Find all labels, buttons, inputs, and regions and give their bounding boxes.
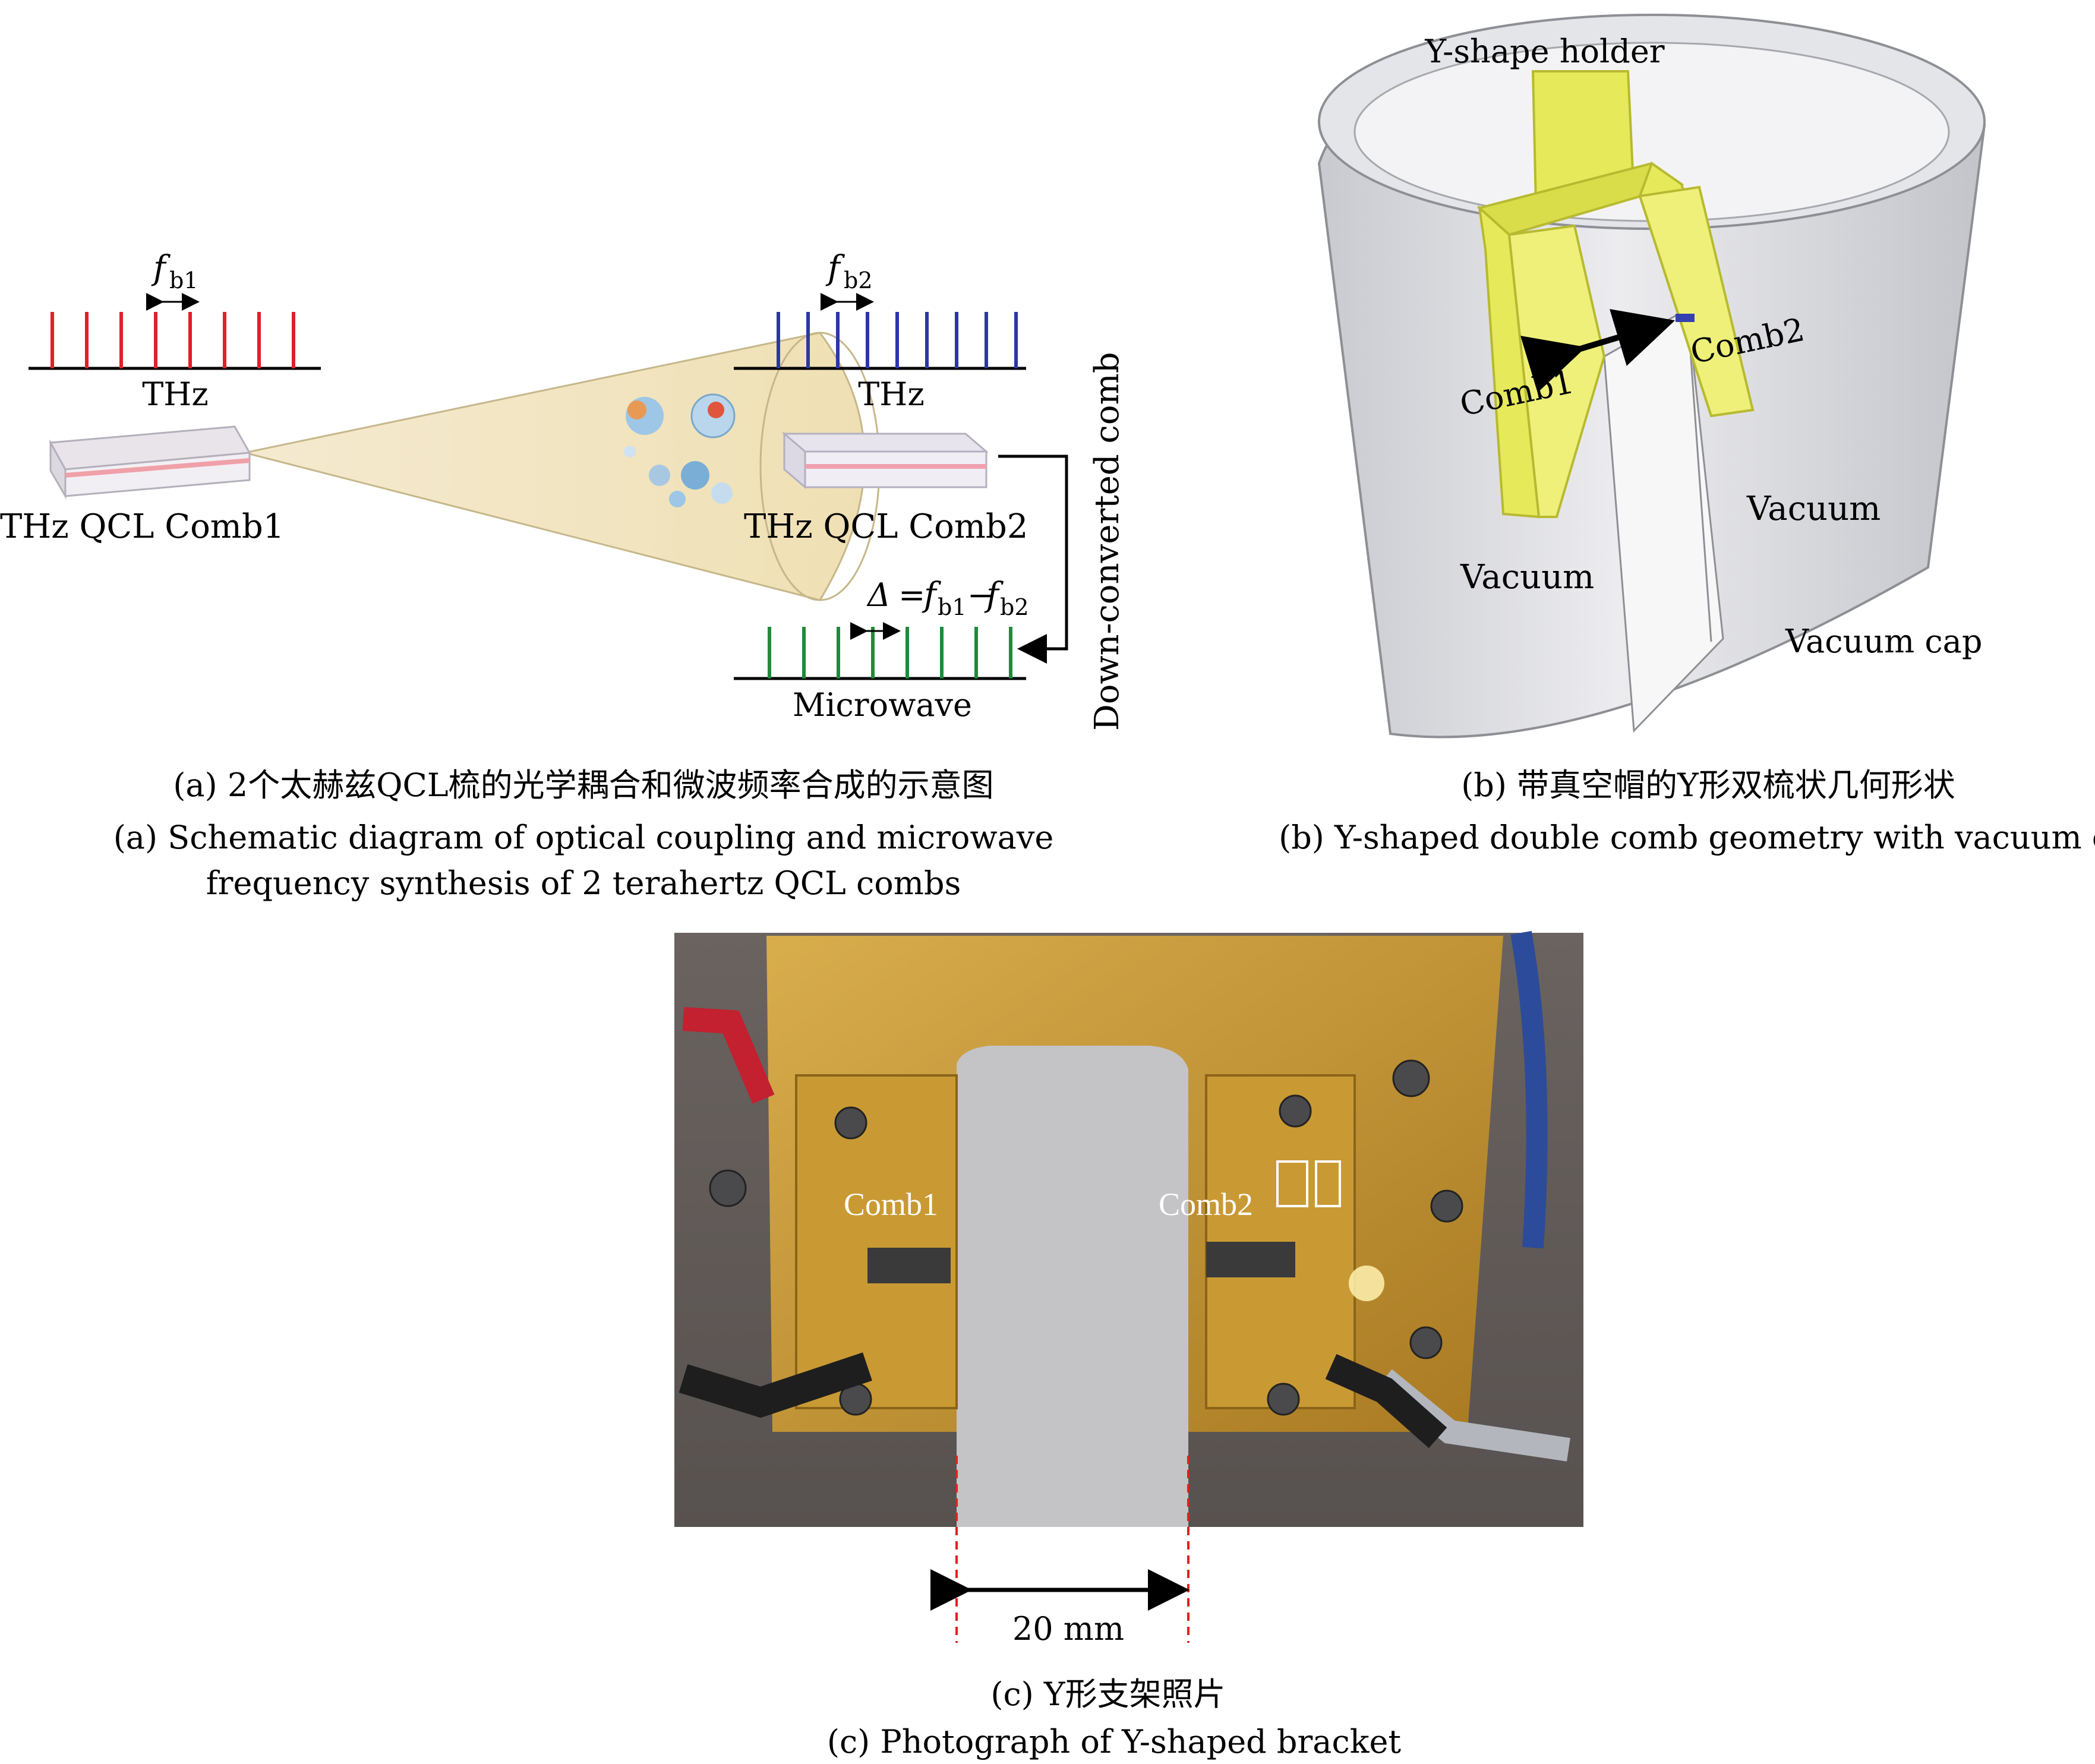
panel-a: f b1 THz f b2 THz THz QCL Comb1 <box>0 249 1127 902</box>
laser-glow <box>1349 1266 1384 1301</box>
qcl-comb2-label: THz QCL Comb2 <box>744 507 1028 546</box>
right-pad-2 <box>1315 1160 1341 1207</box>
left-chip <box>867 1248 951 1283</box>
blue-cable <box>1510 930 1548 1249</box>
thz-beam-cone <box>244 332 866 601</box>
left-mount-block <box>795 1074 958 1409</box>
fb2-subscript: b2 <box>844 267 873 294</box>
fb1-label: f <box>151 249 171 288</box>
vacuum-right-label: Vacuum <box>1746 490 1881 528</box>
delta-equals: = <box>888 576 936 614</box>
delta-equation: Δ = f b1 − f b2 <box>866 576 1029 620</box>
screws <box>709 1059 1463 1416</box>
downconverted-comb-label: Down-converted comb <box>1088 352 1127 731</box>
comb2-chip-marker <box>1676 314 1695 322</box>
delta-f1-subscript: b1 <box>938 594 967 620</box>
comb1-spectrum: f b1 THz <box>29 249 321 413</box>
right-black-cable <box>1325 1353 1447 1449</box>
thz-left-label: THz <box>142 375 209 413</box>
downconvert-connector <box>998 455 1068 664</box>
panel-b: Y-shape holder Comb1 Comb2 Vacuum Vacuum… <box>1279 14 2095 856</box>
microwave-label: Microwave <box>793 686 972 724</box>
delta-symbol: Δ <box>866 576 891 614</box>
comb1-chip-marker <box>1551 351 1569 359</box>
caption-a-en-line1: (a) Schematic diagram of optical couplin… <box>113 819 1054 856</box>
holder-label: Y-shape holder <box>1424 33 1664 70</box>
fb2-label: f <box>825 249 845 288</box>
right-chip <box>1206 1242 1295 1277</box>
caption-a-cn: (a) 2个太赫兹QCL梳的光学耦合和微波频率合成的示意图 <box>173 766 993 804</box>
vacuum-cap-label: Vacuum cap <box>1785 623 1982 660</box>
dimension-label: 20 mm <box>1012 1610 1124 1648</box>
photo-comb1-label: Comb1 <box>844 1186 938 1222</box>
caption-b-cn: (b) 带真空帽的Y形双梳状几何形状 <box>1461 766 1955 804</box>
center-plate <box>957 1046 1188 1527</box>
photo-comb2-label: Comb2 <box>1159 1186 1253 1222</box>
qcl-comb2-device <box>781 431 989 490</box>
caption-b-en: (b) Y-shaped double comb geometry with v… <box>1279 819 2095 856</box>
left-black-cable <box>679 1352 872 1418</box>
qcl-comb1-label: THz QCL Comb1 <box>0 507 284 546</box>
qcl-comb1-device <box>49 425 251 500</box>
red-cable <box>682 1007 775 1104</box>
comb-separation-arrow <box>1520 309 1676 393</box>
fb1-subscript: b1 <box>169 267 198 294</box>
caption-c-en: (c) Photograph of Y-shaped bracket <box>827 1723 1402 1760</box>
panel-c: Comb1 Comb2 20 mm (c) Y形支架照片 (c) Photogr… <box>674 930 1583 1760</box>
caption-c-cn: (c) Y形支架照片 <box>990 1675 1225 1713</box>
delta-minus: − <box>967 576 994 614</box>
microwave-spectrum: Microwave <box>734 622 1026 724</box>
caption-a-en-line2: frequency synthesis of 2 terahertz QCL c… <box>206 864 961 902</box>
delta-f2-subscript: b2 <box>1000 594 1029 620</box>
vacuum-left-label: Vacuum <box>1460 558 1594 597</box>
right-pad-1 <box>1276 1160 1308 1207</box>
molecule-icon <box>624 393 736 507</box>
thz-right-label: THz <box>858 375 925 413</box>
